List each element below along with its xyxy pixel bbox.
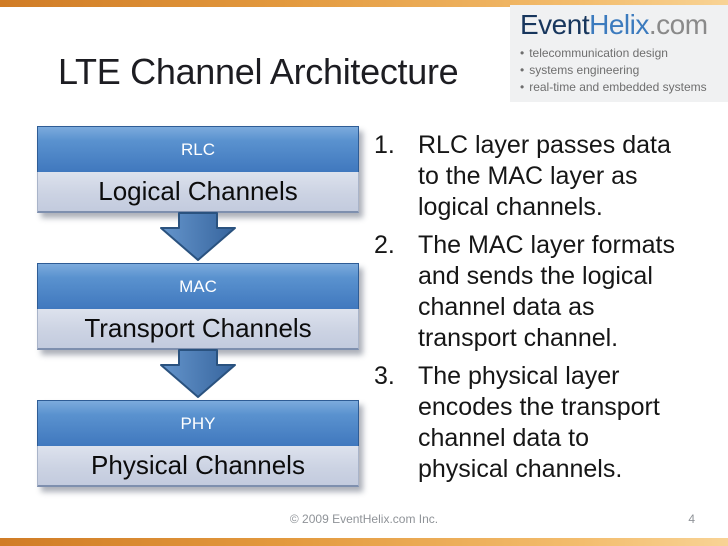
logo-tagline: • systems engineering: [520, 62, 720, 79]
bullet-icon: •: [520, 80, 525, 94]
logo-tagline-text: real-time and embedded systems: [529, 80, 707, 94]
down-arrow-icon: [160, 349, 236, 398]
list-item-text: The physical layer encodes the transport…: [418, 361, 704, 485]
logo-tagline-text: telecommunication design: [529, 46, 668, 60]
list-item-number: 3.: [374, 362, 395, 390]
list-item: 2. The MAC layer formats and sends the l…: [374, 230, 704, 354]
list-item-line: to the MAC layer as: [418, 162, 638, 190]
list-item: 3. The physical layer encodes the transp…: [374, 361, 704, 485]
list-item-line: logical channels.: [418, 193, 603, 221]
layer-header-phy: PHY: [37, 400, 359, 446]
list-item-text: RLC layer passes data to the MAC layer a…: [418, 130, 704, 223]
logo-tagline-text: systems engineering: [529, 63, 640, 77]
list-item-line: physical channels.: [418, 455, 623, 483]
top-accent-bar: [0, 0, 728, 7]
list-item-line: transport channel.: [418, 324, 619, 352]
diagram-layer-rlc: RLC Logical Channels: [37, 126, 359, 213]
list-item-line: RLC layer passes data: [418, 131, 671, 159]
logo-tagline: • real-time and embedded systems: [520, 79, 720, 96]
list-item-line: encodes the transport: [418, 393, 660, 421]
layer-header-rlc: RLC: [37, 126, 359, 172]
footer-copyright: © 2009 EventHelix.com Inc.: [289, 512, 439, 526]
logo-wordmark: EventHelix.com: [520, 8, 720, 42]
list-item-line: channel data as: [418, 293, 595, 321]
logo-taglines: • telecommunication design • systems engin…: [520, 45, 720, 96]
list-item: 1. RLC layer passes data to the MAC laye…: [374, 130, 704, 223]
slide-title: LTE Channel Architecture: [58, 51, 459, 92]
list-item-number: 1.: [374, 131, 395, 159]
list-item-line: The MAC layer formats: [418, 231, 676, 259]
down-arrow-icon: [160, 212, 236, 261]
diagram-layer-phy: PHY Physical Channels: [37, 400, 359, 487]
layer-header-mac: MAC: [37, 263, 359, 309]
page-number: 4: [688, 512, 695, 526]
bullet-icon: •: [520, 46, 525, 60]
list-item-line: and sends the logical: [418, 262, 653, 290]
list-item-text: The MAC layer formats and sends the logi…: [418, 230, 704, 354]
logo-wordmark-event: Event: [520, 9, 590, 40]
layer-body-logical-channels: Logical Channels: [37, 172, 359, 213]
list-item-line: The physical layer: [418, 362, 620, 390]
layer-body-physical-channels: Physical Channels: [37, 446, 359, 487]
layer-body-transport-channels: Transport Channels: [37, 309, 359, 350]
list-item-number: 2.: [374, 231, 395, 259]
logo-wordmark-helix: Helix: [589, 9, 649, 40]
bottom-accent-bar: [0, 538, 728, 546]
diagram-layer-mac: MAC Transport Channels: [37, 263, 359, 350]
logo-wordmark-com: .com: [648, 9, 708, 40]
explanation-list: 1. RLC layer passes data to the MAC laye…: [374, 130, 704, 492]
list-item-line: channel data to: [418, 424, 589, 452]
bullet-icon: •: [520, 63, 525, 77]
eventhelix-logo-panel: EventHelix.com • telecommunication design…: [510, 5, 728, 102]
logo-tagline: • telecommunication design: [520, 45, 720, 62]
